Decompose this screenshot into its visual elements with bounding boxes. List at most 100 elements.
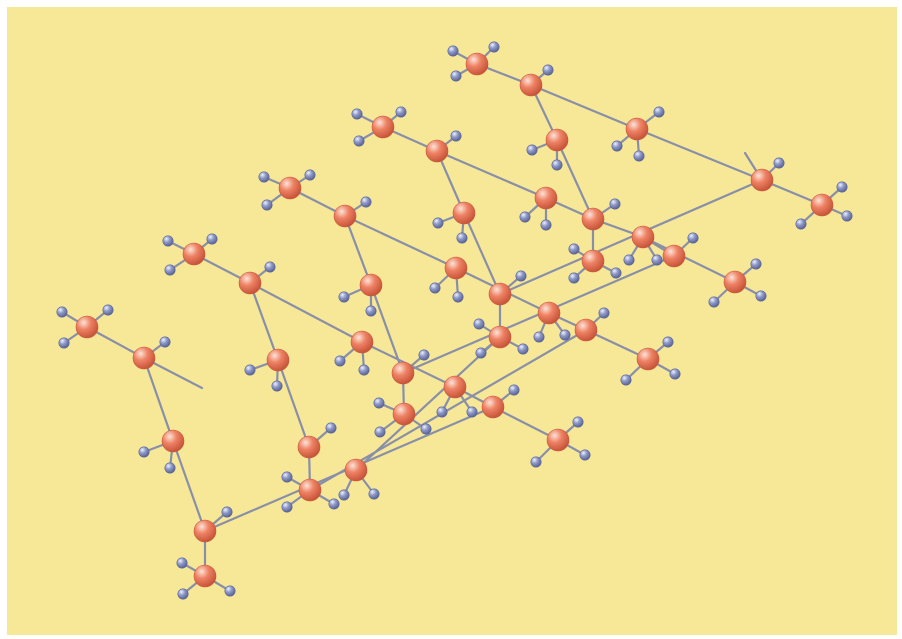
hydrogen-atom xyxy=(795,218,807,230)
carbon-atom xyxy=(662,244,686,268)
carbon-atom xyxy=(519,73,543,97)
bond xyxy=(635,127,764,182)
carbon-atom xyxy=(359,273,383,297)
hydrogen-atom xyxy=(368,488,380,500)
hydrogen-atom xyxy=(488,41,500,53)
carbon-atom xyxy=(631,225,655,249)
hydrogen-atom xyxy=(224,585,236,597)
hydrogen-atom xyxy=(610,267,622,279)
hydrogen-atom xyxy=(466,406,478,418)
hydrogen-atom xyxy=(530,456,542,468)
carbon-atom xyxy=(574,318,598,342)
hydrogen-atom xyxy=(58,337,70,349)
hydrogen-atom xyxy=(432,217,444,229)
carbon-atom xyxy=(443,375,467,399)
hydrogen-atom xyxy=(611,140,623,152)
bond xyxy=(248,281,364,344)
hydrogen-atom xyxy=(841,210,853,222)
hydrogen-atom xyxy=(395,106,407,118)
hydrogen-atom xyxy=(164,264,176,276)
hydrogen-atom xyxy=(338,291,350,303)
carbon-atom xyxy=(298,478,322,502)
bond xyxy=(354,335,502,472)
hydrogen-atom xyxy=(325,422,337,434)
carbon-atom xyxy=(278,176,302,200)
hydrogen-atom xyxy=(358,364,370,376)
hydrogen-atom xyxy=(374,426,386,438)
bond xyxy=(491,405,560,442)
hydrogen-atom xyxy=(517,343,529,355)
hydrogen-atom xyxy=(221,506,233,518)
hydrogen-atom xyxy=(508,384,520,396)
molecule-diagram xyxy=(7,7,897,635)
carbon-atom xyxy=(392,402,416,426)
hydrogen-atom xyxy=(360,196,372,208)
carbon-atom xyxy=(581,249,605,273)
hydrogen-atom xyxy=(620,374,632,386)
hydrogen-atom xyxy=(164,462,176,474)
hydrogen-atom xyxy=(773,157,785,169)
diagram-background xyxy=(7,7,897,635)
hydrogen-atom xyxy=(447,45,459,57)
carbon-atom xyxy=(810,193,834,217)
hydrogen-atom xyxy=(418,349,430,361)
hydrogen-atom xyxy=(176,557,188,569)
hydrogen-atom xyxy=(598,307,610,319)
carbon-atom xyxy=(723,270,747,294)
hydrogen-atom xyxy=(456,232,468,244)
bond xyxy=(248,281,280,362)
bond xyxy=(142,356,175,443)
carbon-atom xyxy=(481,395,505,419)
hydrogen-atom xyxy=(662,336,674,348)
carbon-atom xyxy=(132,346,156,370)
carbon-atom xyxy=(452,201,476,225)
hydrogen-atom xyxy=(334,355,346,367)
carbon-atom xyxy=(537,301,561,325)
hydrogen-atom xyxy=(669,368,681,380)
hydrogen-atom xyxy=(568,243,580,255)
hydrogen-atom xyxy=(473,318,485,330)
carbon-atom xyxy=(534,186,558,210)
hydrogen-atom xyxy=(264,261,276,273)
carbon-atom xyxy=(182,242,206,266)
hydrogen-atom xyxy=(542,64,554,76)
carbon-atom xyxy=(350,330,374,354)
hydrogen-atom xyxy=(365,305,377,317)
hydrogen-atom xyxy=(429,282,441,294)
hydrogen-atom xyxy=(750,258,762,270)
hydrogen-atom xyxy=(623,254,635,266)
bond xyxy=(276,358,311,449)
hydrogen-atom xyxy=(159,336,171,348)
hydrogen-atom xyxy=(271,380,283,392)
carbon-atom xyxy=(488,282,512,306)
hydrogen-atom xyxy=(436,406,448,418)
carbon-atom xyxy=(193,519,217,543)
carbon-atom xyxy=(193,564,217,588)
hydrogen-atom xyxy=(836,181,848,193)
hydrogen-atom xyxy=(244,364,256,376)
hydrogen-atom xyxy=(450,130,462,142)
carbon-atom xyxy=(371,115,395,139)
hydrogen-atom xyxy=(519,211,531,223)
bond xyxy=(584,328,650,361)
carbon-atom xyxy=(161,429,185,453)
hydrogen-atom xyxy=(281,471,293,483)
bond xyxy=(435,149,548,200)
hydrogen-atom xyxy=(328,498,340,510)
hydrogen-atom xyxy=(353,135,365,147)
hydrogen-atom xyxy=(526,144,538,156)
bond xyxy=(529,83,639,131)
hydrogen-atom xyxy=(572,416,584,428)
bond xyxy=(555,138,595,221)
hydrogen-atom xyxy=(653,106,665,118)
hydrogen-atom xyxy=(138,446,150,458)
hydrogen-atom xyxy=(651,254,663,266)
hydrogen-atom xyxy=(162,235,174,247)
hydrogen-atom xyxy=(304,169,316,181)
carbon-atom xyxy=(297,435,321,459)
figure-panel xyxy=(7,7,897,635)
carbon-atom xyxy=(333,204,357,228)
carbon-atom xyxy=(266,348,290,372)
carbon-atom xyxy=(625,117,649,141)
hydrogen-atom xyxy=(420,423,432,435)
